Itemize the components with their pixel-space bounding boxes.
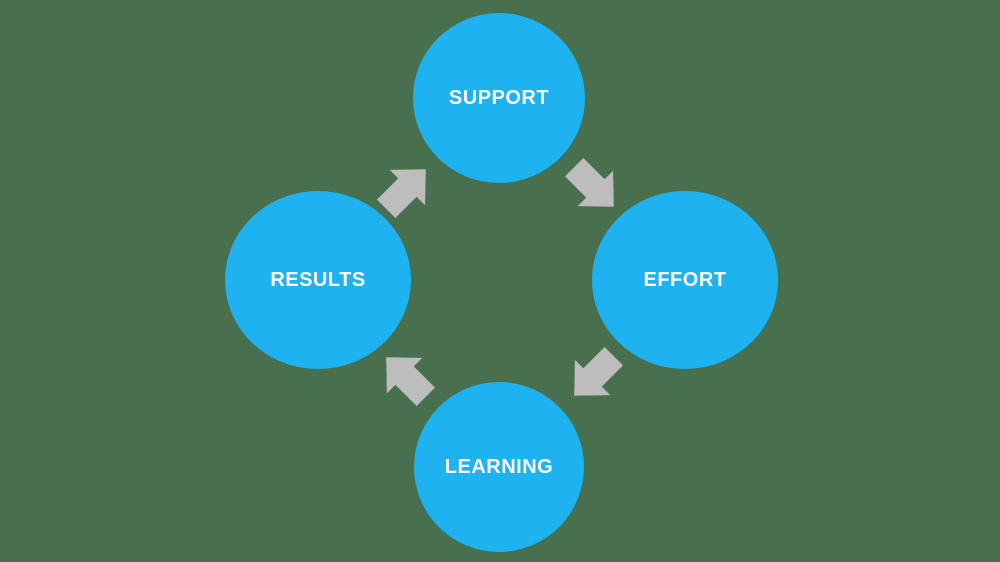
node-effort: EFFORT — [592, 191, 778, 369]
node-results-label: RESULTS — [270, 268, 366, 291]
node-results: RESULTS — [225, 191, 411, 369]
cycle-arrow-down-right-icon — [565, 158, 614, 207]
cycle-arrow-up-left-icon — [386, 357, 435, 406]
cycle-arrow-down-left-icon — [574, 347, 623, 396]
cycle-arrow-up-right-icon — [377, 169, 426, 218]
node-learning: LEARNING — [414, 382, 584, 552]
node-support-label: SUPPORT — [448, 86, 550, 109]
node-effort-label: EFFORT — [643, 268, 727, 291]
node-learning-label: LEARNING — [444, 455, 554, 478]
node-support: SUPPORT — [413, 13, 585, 183]
